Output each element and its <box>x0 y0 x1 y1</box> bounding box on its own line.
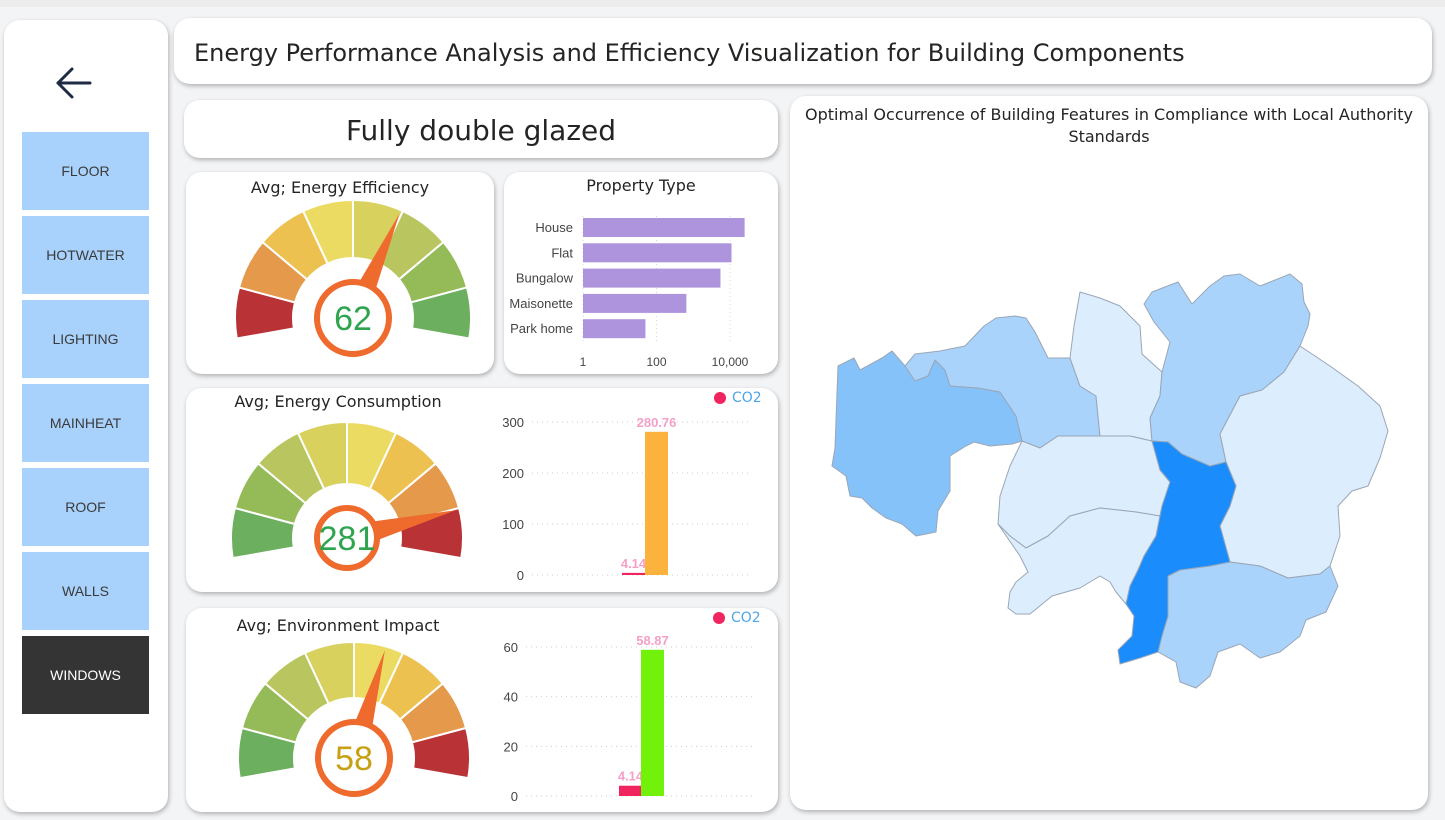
property-type-chart: 1 100 10,000 HouseFlatBungalowMaisonettePar… <box>509 216 749 369</box>
consumption-legend: CO2 <box>714 390 762 406</box>
bar-data-label: 280.76 <box>637 415 677 430</box>
efficiency-gauge-title: Avg; Energy Efficiency <box>250 178 430 197</box>
subtitle-card: Fully double glazed <box>184 100 778 158</box>
column-y-tick: 0 <box>511 789 518 804</box>
gauge-segment <box>409 286 472 340</box>
nav-hotwater-button[interactable]: HOTWATER <box>22 216 149 294</box>
gauge-segment <box>410 726 471 780</box>
map-region-central-strip[interactable] <box>1117 440 1237 665</box>
efficiency-gauge: 62 <box>234 198 472 357</box>
value-bar <box>641 649 664 796</box>
consumption-gauge-title: Avg; Energy Consumption <box>234 392 442 411</box>
page-title: Energy Performance Analysis and Efficien… <box>194 39 1185 67</box>
co2-legend-dot <box>713 612 725 624</box>
gauge-value: 281 <box>319 520 376 558</box>
property-x-tick: 1 <box>580 355 587 369</box>
property-category-label: Maisonette <box>509 296 573 311</box>
back-button[interactable] <box>52 58 102 108</box>
nav-lighting-button[interactable]: LIGHTING <box>22 300 149 378</box>
column-y-tick: 0 <box>517 568 524 583</box>
value-bar <box>645 431 668 575</box>
nav-windows-button[interactable]: WINDOWS <box>22 636 149 714</box>
map-region-south[interactable] <box>1157 561 1339 689</box>
property-category-label: House <box>535 220 573 235</box>
consumption-card: Avg; Energy Consumption 281 CO2 0 100 200 3… <box>186 388 778 592</box>
property-x-tick: 100 <box>646 355 666 369</box>
column-y-tick: 60 <box>504 640 518 655</box>
impact-card: Avg; Environment Impact 58 CO2 0 20 40 60 4.… <box>186 608 778 812</box>
map-title: Optimal Occurrence of Building Features … <box>805 105 1413 146</box>
property-type-title: Property Type <box>586 176 696 195</box>
property-category-label: Bungalow <box>516 271 574 286</box>
co2-bar <box>622 572 645 575</box>
column-y-tick: 200 <box>502 466 524 481</box>
property-category-label: Flat <box>551 245 573 260</box>
bar-data-label: 4.14 <box>618 769 644 784</box>
property-bar <box>583 243 732 263</box>
co2-bar <box>619 785 642 796</box>
gauge-value: 62 <box>334 300 372 338</box>
gauge-value: 58 <box>335 740 373 778</box>
header-card: Energy Performance Analysis and Efficien… <box>174 18 1432 84</box>
property-bar <box>583 218 745 237</box>
map-card: Optimal Occurrence of Building Features … <box>790 96 1428 810</box>
map-region-south-west[interactable] <box>997 507 1161 615</box>
sidebar: FLOOR HOTWATER LIGHTING MAINHEAT ROOF WA… <box>4 20 168 812</box>
column-y-tick: 40 <box>504 690 518 705</box>
impact-gauge-title: Avg; Environment Impact <box>236 616 440 635</box>
bar-data-label: 58.87 <box>636 633 669 648</box>
efficiency-gauge-card: Avg; Energy Efficiency 62 <box>186 172 494 374</box>
nav-roof-button[interactable]: ROOF <box>22 468 149 546</box>
impact-gauge: 58 <box>237 640 471 797</box>
property-bar <box>583 268 721 288</box>
nav-walls-button[interactable]: WALLS <box>22 552 149 630</box>
page-subtitle: Fully double glazed <box>345 114 617 147</box>
nav-mainheat-button[interactable]: MAINHEAT <box>22 384 149 462</box>
column-y-tick: 300 <box>502 415 524 430</box>
column-y-tick: 20 <box>504 739 518 754</box>
co2-legend-label: CO2 <box>731 610 761 626</box>
choropleth-map <box>831 273 1389 689</box>
bar-data-label: 4.14 <box>621 556 647 571</box>
consumption-bar-chart: 0 100 200 300 4.14 280.76 <box>502 415 752 583</box>
co2-legend-dot <box>714 392 726 404</box>
arrow-left-icon <box>56 67 92 99</box>
consumption-gauge: 281 <box>230 420 464 571</box>
column-y-tick: 100 <box>502 517 524 532</box>
property-x-tick: 10,000 <box>712 355 749 369</box>
gauge-center <box>314 279 392 357</box>
property-category-label: Park home <box>510 321 573 336</box>
property-bar <box>583 293 687 313</box>
gauge-center <box>314 505 380 571</box>
impact-legend: CO2 <box>713 610 761 626</box>
nav-floor-button[interactable]: FLOOR <box>22 132 149 210</box>
co2-legend-label: CO2 <box>732 390 762 406</box>
property-bar <box>583 319 646 339</box>
gauge-center <box>315 719 393 797</box>
top-border <box>0 0 1445 7</box>
impact-bar-chart: 0 20 40 60 4.14 58.87 <box>504 633 752 804</box>
